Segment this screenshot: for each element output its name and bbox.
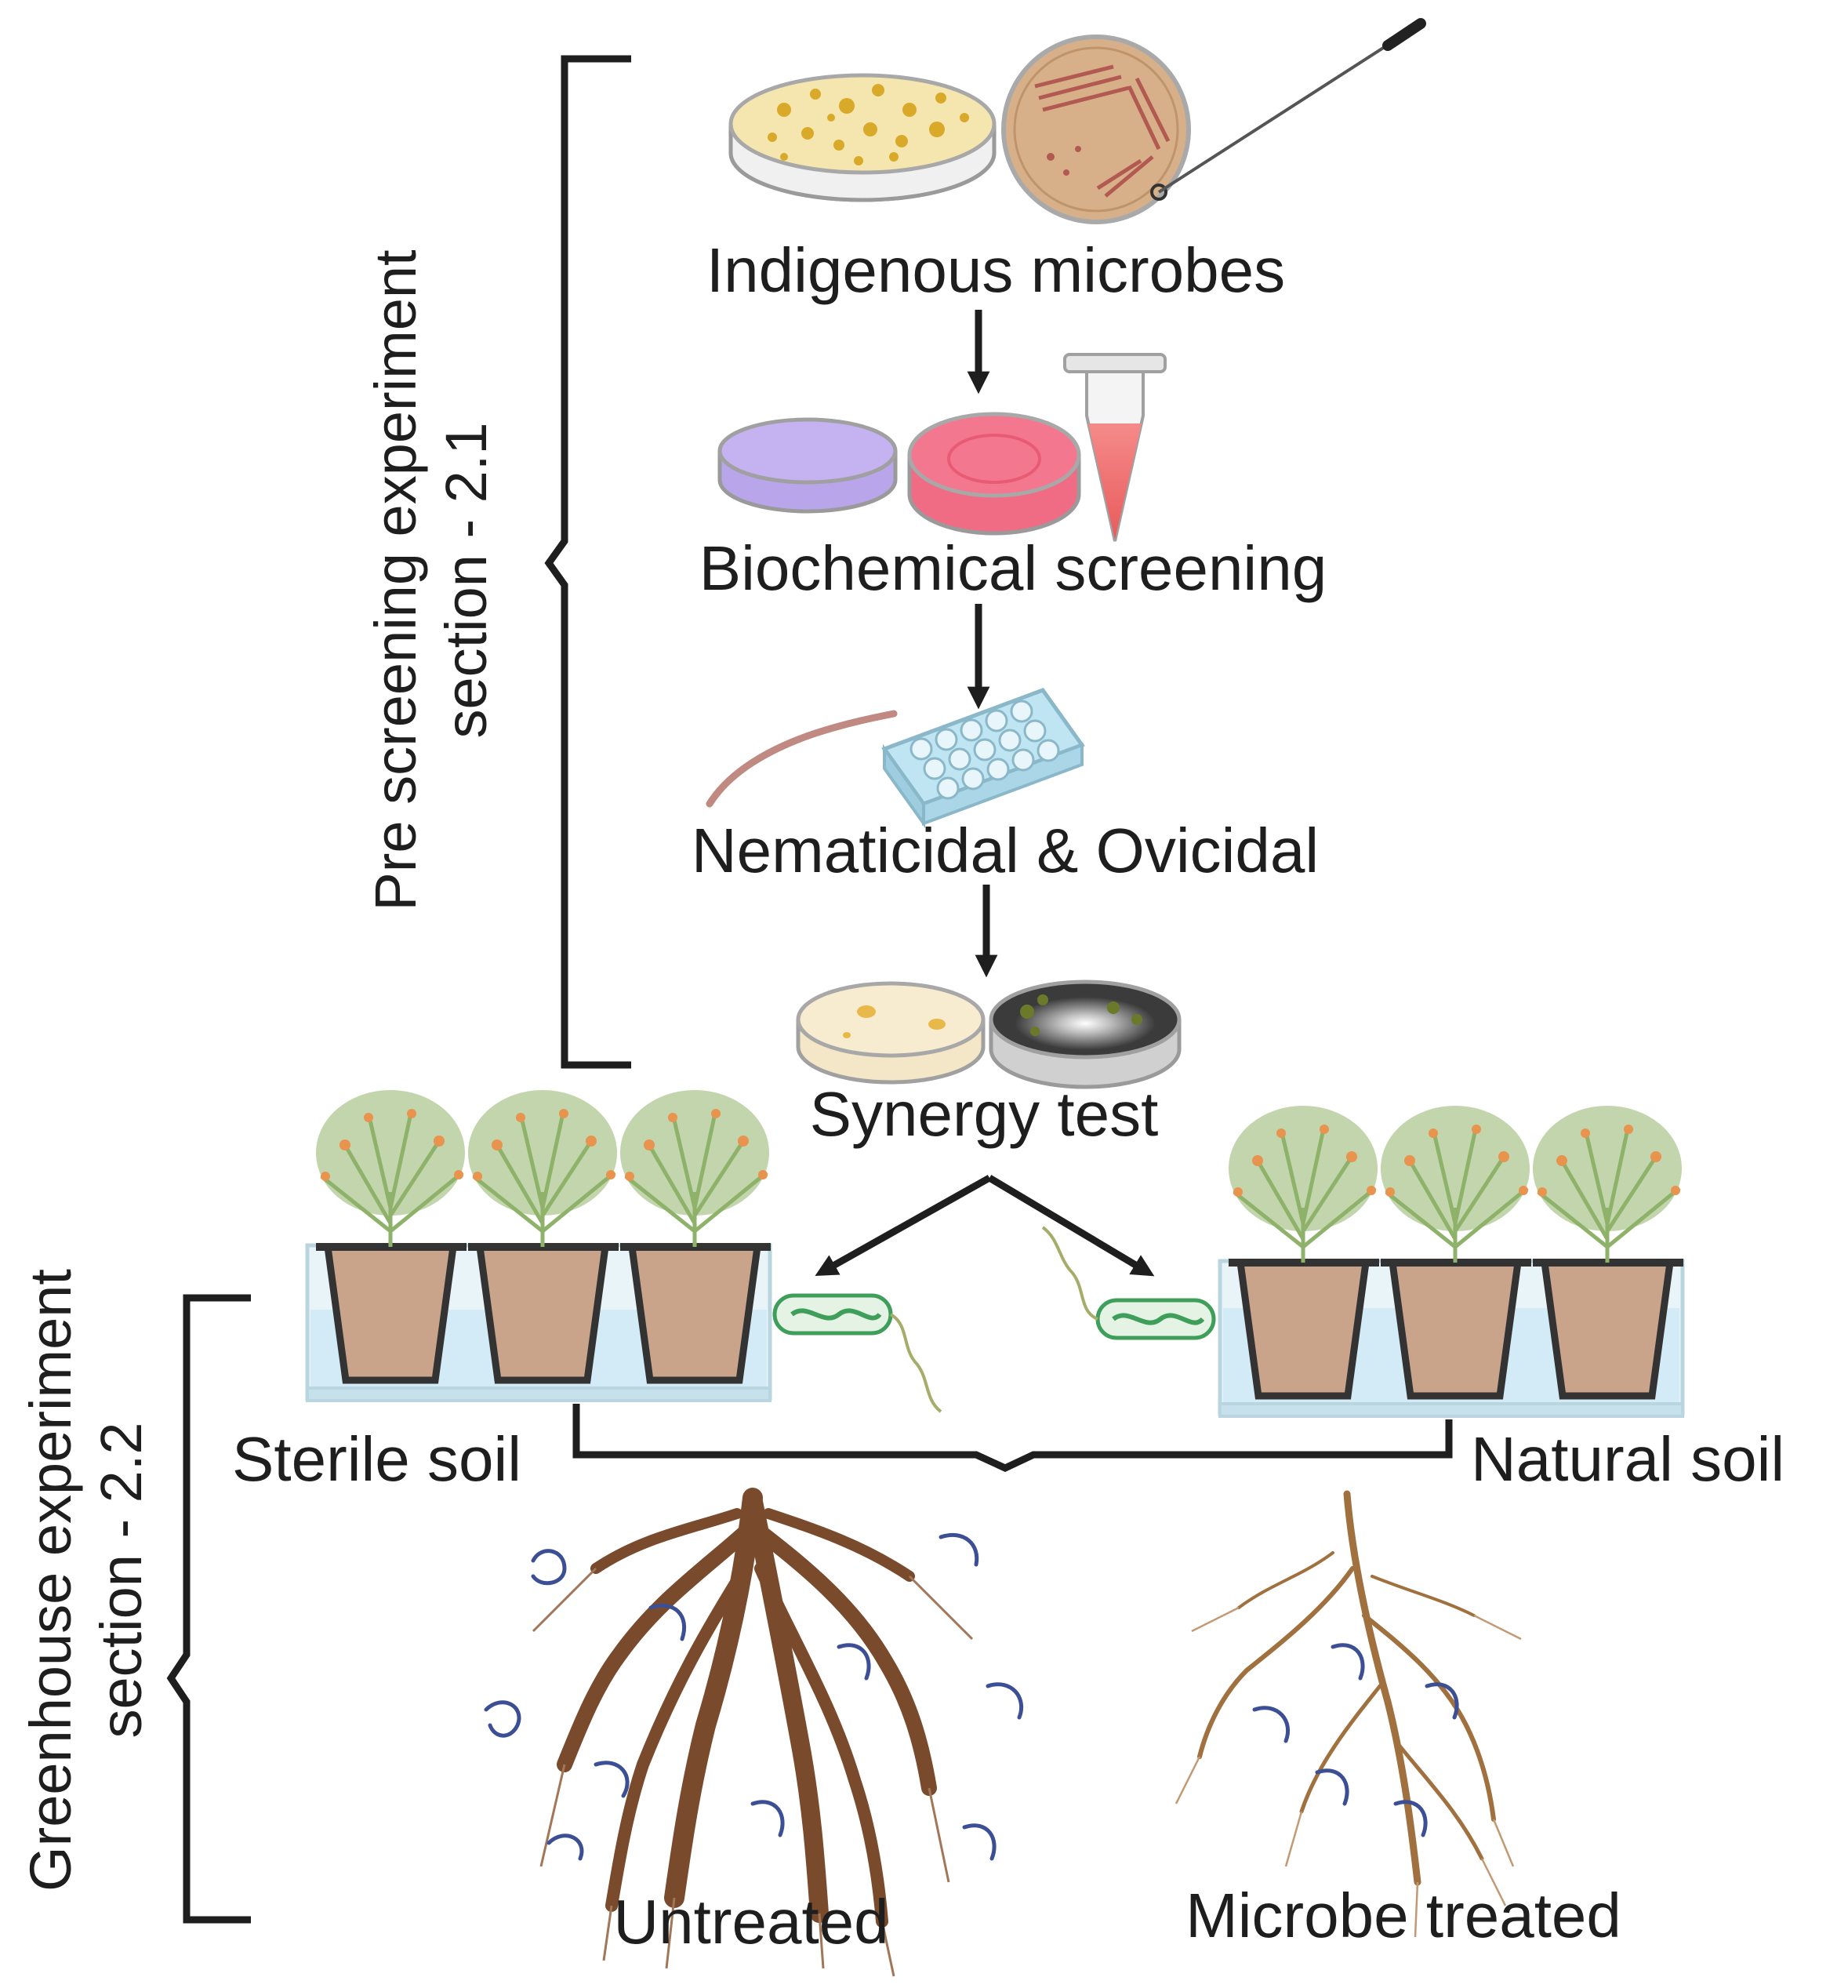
plant <box>316 1090 465 1247</box>
untreated-label: Untreated <box>613 1887 888 1957</box>
plant <box>1229 1106 1378 1263</box>
arrow-synergy-to-natural-soil <box>987 1175 1155 1277</box>
microbe-treated-root-icon <box>1175 1490 1522 1938</box>
sterile-soil-tray <box>305 1243 772 1402</box>
plant <box>1533 1106 1682 1263</box>
fungal-culture-plate-icon <box>989 979 1182 1089</box>
well-plate-icon <box>881 687 1085 829</box>
plant <box>620 1090 769 1247</box>
pre-screening-title: Pre screening experiment <box>363 249 428 911</box>
sterile-pot-1 <box>316 1243 467 1384</box>
untreated-root-icon <box>532 1488 974 1977</box>
natural-soil-tray <box>1218 1259 1685 1418</box>
step-nematicidal-ovicidal-label: Nematicidal & Ovicidal <box>692 816 1319 885</box>
colony-plate-icon <box>728 73 997 202</box>
sterile-pot-3 <box>620 1243 771 1384</box>
untreated-nematodes <box>484 1532 1024 1861</box>
bacterium-icon-left <box>772 1293 942 1413</box>
microbe-treated-nematodes <box>1252 1643 1459 1837</box>
greenhouse-section-label: Greenhouse experiment section - 2.2 <box>18 1269 154 1892</box>
arrow-synergy-to-sterile-soil <box>815 1175 992 1277</box>
natural-soil-label: Natural soil <box>1471 1424 1784 1494</box>
bacterium-icon-right <box>1041 1226 1216 1340</box>
microbe-treated-label: Microbe treated <box>1185 1881 1621 1950</box>
pre-screening-section-label: Pre screening experiment section - 2.1 <box>363 249 499 911</box>
pre-screening-bracket <box>544 55 631 1069</box>
step-biochemical-screening-label: Biochemical screening <box>699 533 1327 603</box>
nematode-worm-icon <box>706 710 898 808</box>
purple-medium-plate-icon <box>717 417 898 514</box>
plant <box>468 1090 617 1247</box>
natural-soil-plants <box>1229 1106 1682 1263</box>
bacterial-culture-plate-icon <box>796 981 986 1085</box>
greenhouse-title: Greenhouse experiment <box>18 1269 83 1892</box>
pink-medium-plate-icon <box>907 412 1081 536</box>
plant <box>1381 1106 1530 1263</box>
sample-tube-icon <box>1063 353 1167 542</box>
step-indigenous-microbes-label: Indigenous microbes <box>706 235 1285 305</box>
soil-comparison-brace <box>572 1404 1453 1472</box>
greenhouse-bracket <box>166 1294 251 1924</box>
greenhouse-section-number: section - 2.2 <box>89 1422 154 1738</box>
pre-screening-section-number: section - 2.1 <box>434 422 499 738</box>
sterile-soil-label: Sterile soil <box>232 1424 521 1494</box>
streak-plate-icon <box>1001 18 1426 224</box>
step-synergy-test-label: Synergy test <box>810 1079 1159 1149</box>
natural-pot-2 <box>1381 1259 1531 1400</box>
sterile-soil-plants <box>316 1090 769 1247</box>
